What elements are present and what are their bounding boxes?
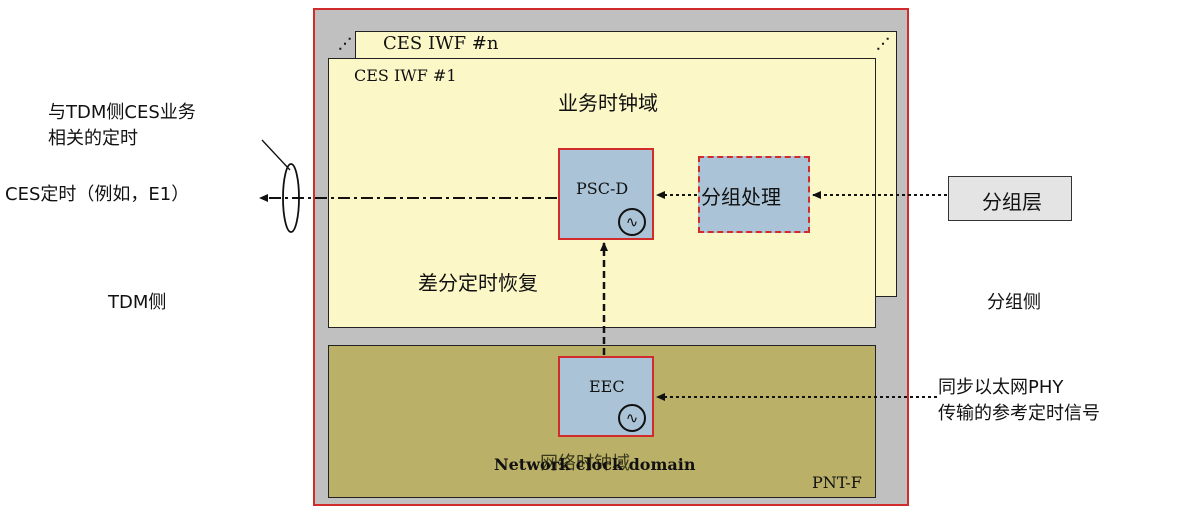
left-note-line1: 与TDM侧CES业务 [48, 102, 196, 123]
pnt-f-label: PNT-F [812, 473, 862, 492]
packet-layer-label: 分组层 [982, 190, 1042, 214]
psc-d-label: PSC-D [576, 179, 629, 198]
sync-ethernet-note-line1: 同步以太网PHY [938, 377, 1064, 398]
sync-ethernet-note-line2: 传输的参考定时信号 [938, 403, 1100, 424]
packet-layer-block [948, 176, 1072, 221]
tdm-side-label: TDM侧 [108, 292, 167, 313]
differential-recovery-label: 差分定时恢复 [418, 271, 538, 295]
psc-oscillator-icon: ∿ [618, 208, 646, 236]
network-clock-domain-cn-label: 网络时钟域 [540, 453, 630, 474]
ces-iwf-n-label: CES IWF #n [383, 33, 499, 54]
ces-timing-label: CES定时（例如，E1） [5, 184, 190, 205]
network-clock-domain-en-label: Network clock domain [494, 455, 696, 474]
stack-dots-right: ⋰ [876, 36, 890, 52]
packet-processing-label: 分组处理 [701, 185, 781, 209]
stack-dots-left: ⋰ [338, 36, 352, 52]
packet-processing-block [698, 156, 810, 233]
packet-side-label: 分组侧 [987, 292, 1041, 313]
left-note-line2: 相关的定时 [48, 128, 138, 149]
timing-ellipse [282, 163, 300, 233]
ces-iwf-1-label: CES IWF #1 [354, 66, 457, 85]
note-pointer-line [261, 139, 291, 171]
eec-label: EEC [589, 377, 625, 396]
service-clock-domain-label: 业务时钟域 [558, 91, 658, 115]
eec-oscillator-icon: ∿ [618, 404, 646, 432]
